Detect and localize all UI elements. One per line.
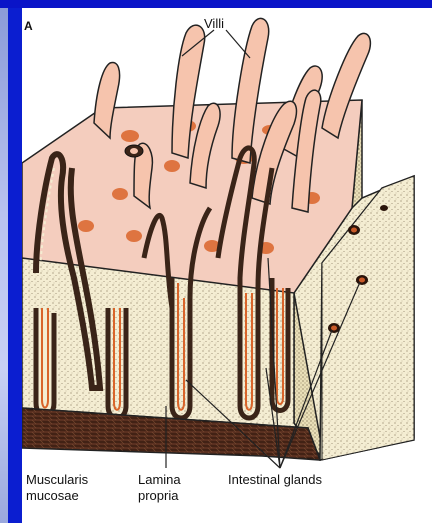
label-lamina-line1: Lamina	[138, 472, 181, 487]
left-blue-strip	[8, 8, 22, 523]
intestinal-wall-illustration: A	[22, 8, 432, 523]
cut-villus-top	[125, 145, 143, 157]
label-muscularis-line2: mucosae	[26, 488, 79, 503]
label-lamina-line2: propria	[138, 488, 179, 503]
gland-cross-section	[380, 205, 388, 211]
label-intestinal-glands: Intestinal glands	[228, 472, 322, 487]
label-villi: Villi	[204, 16, 224, 31]
left-margin-blur	[0, 8, 8, 523]
panel-letter: A	[24, 19, 33, 33]
label-muscularis-line1: Muscularis	[26, 472, 89, 487]
top-blue-frame	[0, 0, 432, 8]
